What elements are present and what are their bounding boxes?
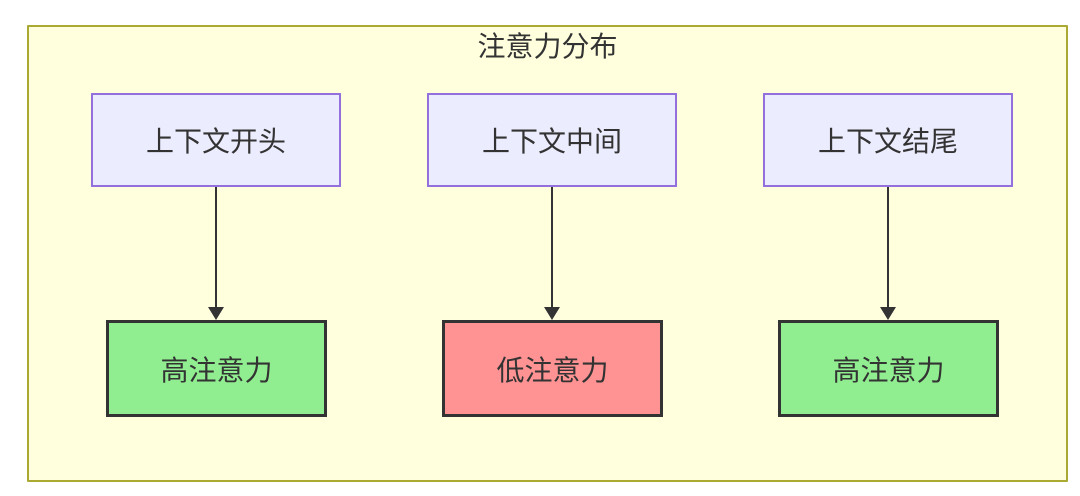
context-begin-box: 上下文开头 bbox=[91, 93, 341, 187]
high-attention-box-left: 高注意力 bbox=[106, 320, 327, 417]
context-end-box: 上下文结尾 bbox=[763, 93, 1013, 187]
low-attention-label: 低注意力 bbox=[496, 354, 609, 386]
high-attention-label-left: 高注意力 bbox=[160, 354, 273, 386]
context-middle-label: 上下文中间 bbox=[481, 126, 622, 157]
low-attention-box: 低注意力 bbox=[442, 320, 663, 417]
high-attention-label-right: 高注意力 bbox=[832, 354, 945, 386]
arrow-head-icon bbox=[544, 307, 560, 320]
diagram-title: 注意力分布 bbox=[477, 31, 618, 62]
context-begin-label: 上下文开头 bbox=[145, 126, 286, 157]
arrow-head-icon bbox=[208, 307, 224, 320]
arrow-head-icon bbox=[880, 307, 896, 320]
arrow-line-end bbox=[887, 187, 889, 308]
arrow-line-begin bbox=[215, 187, 217, 308]
high-attention-box-right: 高注意力 bbox=[778, 320, 999, 417]
context-end-label: 上下文结尾 bbox=[817, 126, 958, 157]
context-middle-box: 上下文中间 bbox=[427, 93, 677, 187]
arrow-line-middle bbox=[551, 187, 553, 308]
